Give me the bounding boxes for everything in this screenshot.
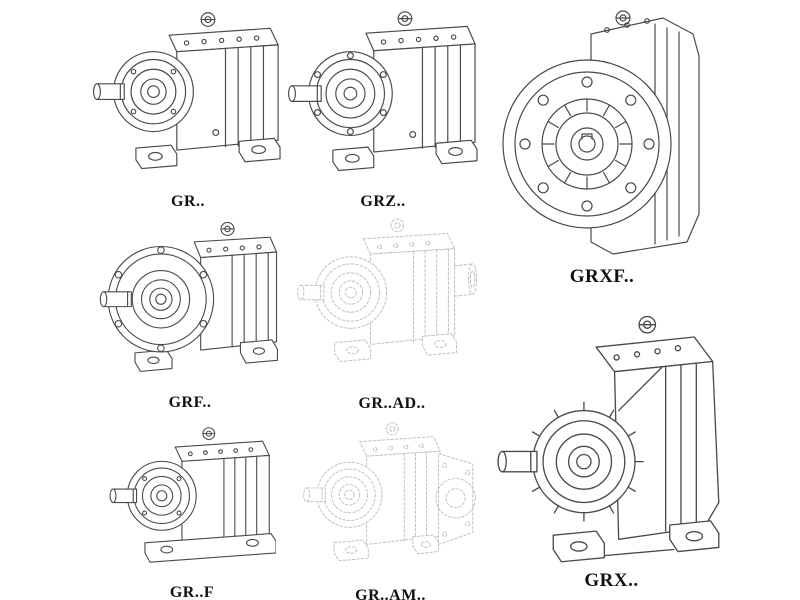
model-label-grad: GR..AD..	[358, 395, 426, 412]
output-shaft	[302, 487, 326, 503]
bearing-face-group	[315, 461, 382, 528]
grft-gearbox-drawing	[109, 427, 276, 563]
housing-group	[362, 232, 456, 345]
housing-group	[167, 27, 279, 151]
feet-group	[333, 534, 439, 562]
housing-group	[193, 236, 277, 351]
base-plate-group	[144, 533, 276, 563]
eye-bolt	[202, 427, 216, 441]
catalog-cell-grf: GRF..	[90, 214, 290, 412]
output-shaft	[109, 488, 138, 504]
catalog-cell-gr: GR..	[88, 4, 288, 211]
output-shaft	[287, 85, 322, 102]
model-label-grf: GRF..	[168, 394, 212, 411]
eye-bolt	[200, 12, 215, 27]
gram-gearbox-drawing	[302, 422, 476, 562]
output-shaft	[297, 284, 325, 301]
feet-group	[133, 339, 278, 372]
input-adapter-group	[454, 263, 478, 297]
bearing-face-group	[126, 460, 197, 531]
feet-group	[552, 520, 720, 563]
grx-gearbox-drawing	[497, 315, 720, 563]
model-label-grx: GRX..	[584, 570, 639, 591]
model-label-gram: GR..AM..	[355, 587, 426, 600]
eye-bolt	[638, 315, 657, 334]
output-shaft	[92, 83, 125, 101]
catalog-cell-grxf: GRXF..	[492, 4, 712, 288]
feet-group	[334, 333, 457, 362]
eye-bolt	[219, 221, 235, 236]
model-label-grft: GR..F	[169, 584, 215, 600]
catalog-cell-grz: GRZ..	[283, 4, 483, 211]
bearing-face-group	[307, 51, 393, 137]
output-shaft	[99, 291, 132, 308]
eye-bolt	[397, 11, 412, 27]
housing-group	[364, 25, 476, 153]
grad-gearbox-drawing	[297, 218, 478, 362]
gr-gearbox-drawing	[92, 12, 281, 170]
eye-bolt	[390, 218, 405, 233]
catalog-cell-grft: GR..F	[92, 420, 292, 600]
catalog-cell-grad: GR..AD..	[286, 212, 498, 413]
bearing-face-group	[314, 256, 388, 329]
flange-face-group	[501, 59, 672, 229]
feet-group	[331, 139, 478, 172]
bearing-face-group	[112, 51, 194, 133]
grz-gearbox-drawing	[287, 11, 478, 172]
housing-group	[595, 336, 720, 540]
feet-group	[134, 137, 281, 170]
model-label-gr: GR..	[171, 193, 205, 210]
catalog-cell-grx: GRX..	[494, 298, 729, 592]
eye-bolt	[385, 422, 399, 436]
grxf-gearbox-drawing	[501, 10, 700, 255]
catalog-cell-gram: GR..AM..	[288, 416, 493, 600]
model-label-grxf: GRXF..	[569, 266, 635, 287]
motor-flange-group	[434, 453, 476, 545]
output-shaft	[497, 450, 538, 473]
model-label-grz: GRZ..	[360, 193, 406, 210]
eye-bolt	[614, 10, 631, 26]
grf-gearbox-drawing	[99, 221, 278, 372]
